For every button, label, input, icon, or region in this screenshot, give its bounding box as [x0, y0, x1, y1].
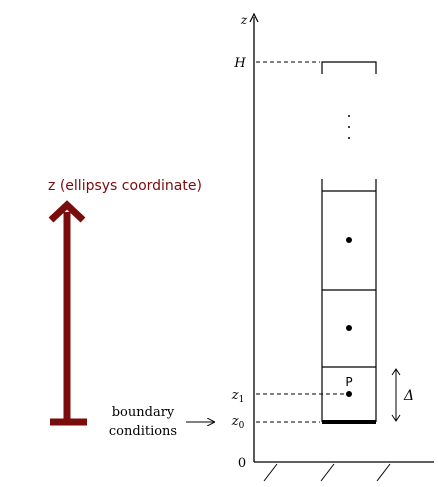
boundary-label-line2: conditions	[109, 424, 177, 439]
arrow-head	[48, 200, 86, 223]
arrow-label: z (ellipsys coordinate)	[48, 178, 202, 194]
cell-center-dot-p	[346, 391, 352, 397]
continuation-ellipsis	[348, 115, 350, 139]
boundary-label-line1: boundary	[112, 405, 175, 420]
level-z0-label: z0	[231, 414, 245, 431]
ground-hatching	[263, 463, 391, 482]
cell-center-dot	[346, 237, 352, 243]
ellipsys-z-arrow	[48, 200, 87, 426]
column-top-cap	[321, 61, 377, 74]
point-label: P	[345, 375, 352, 389]
delta-dimension	[391, 368, 401, 422]
z-axis-arrowhead	[249, 12, 259, 23]
delta-label: Δ	[403, 388, 414, 404]
cell-center-dot	[346, 325, 352, 331]
cell-column	[321, 61, 377, 424]
level-H-label: H	[233, 56, 246, 71]
origin-label: 0	[238, 456, 246, 471]
level-z1-label: z1	[231, 388, 245, 405]
z-axis-label: z	[240, 13, 248, 27]
